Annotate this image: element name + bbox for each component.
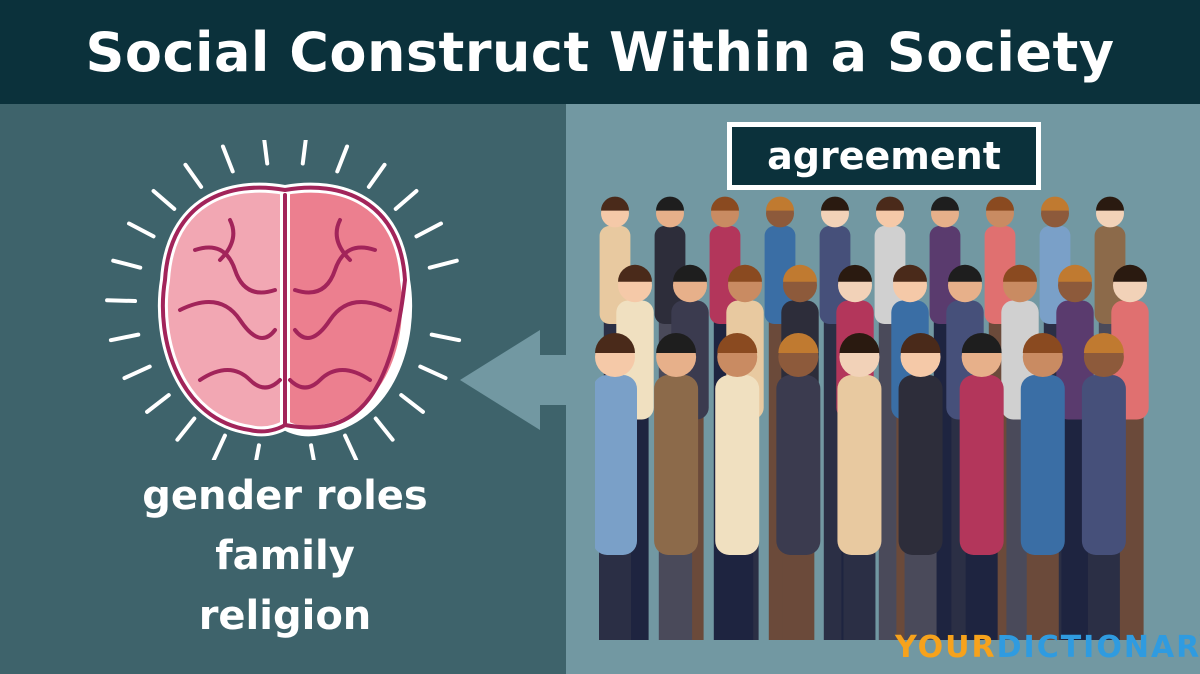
crowd-illustration — [595, 196, 1149, 640]
person — [959, 333, 1004, 640]
person — [1081, 333, 1126, 640]
construct-item: family — [215, 533, 355, 579]
header: Social Construct Within a Society — [0, 0, 1200, 104]
person — [715, 333, 760, 640]
person — [1020, 333, 1065, 640]
construct-item: gender roles — [142, 473, 428, 519]
arrow-left-icon — [460, 330, 570, 430]
person — [654, 333, 699, 640]
person — [776, 333, 821, 640]
construct-item: religion — [198, 593, 372, 639]
brain-icon — [105, 140, 462, 460]
person — [595, 333, 637, 640]
agreement-label: agreement — [727, 122, 1041, 190]
person — [837, 333, 882, 640]
person — [898, 333, 943, 640]
construct-list: gender roles family religion — [100, 466, 470, 646]
page-title: Social Construct Within a Society — [85, 20, 1115, 84]
yourdictionary-logo: YOURDICTIONARY — [895, 630, 1200, 665]
